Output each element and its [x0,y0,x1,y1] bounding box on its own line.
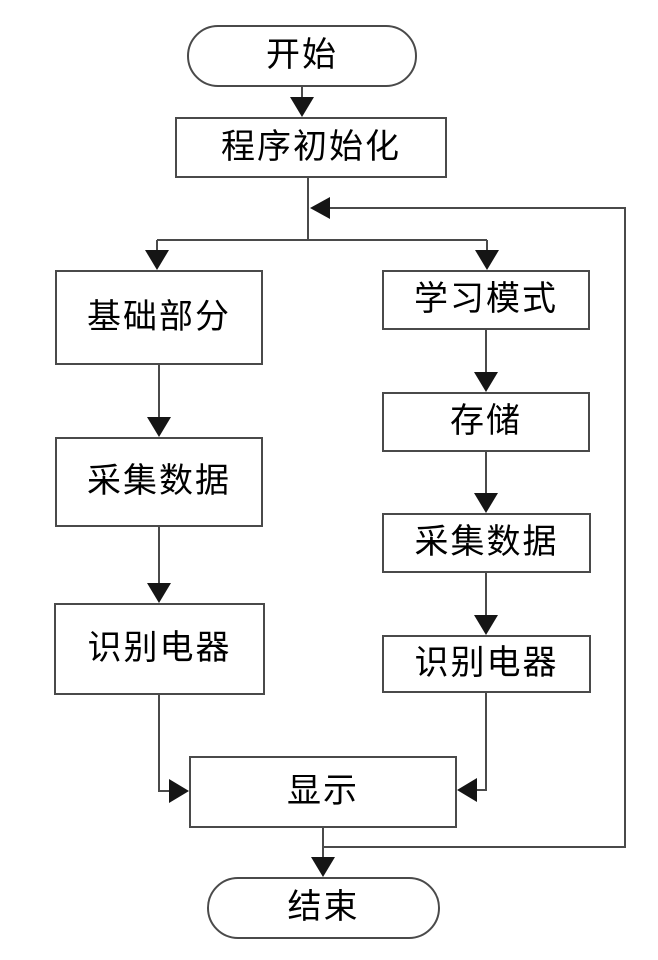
arrowhead-store-collect [474,493,498,513]
node-start: 开始 [187,25,417,87]
node-end: 结束 [207,877,440,939]
node-learning-mode: 学习模式 [382,270,590,330]
arrowhead-collect-identify-right [474,615,498,635]
node-basic-part-label: 基础部分 [87,298,231,336]
node-learning-mode-label: 学习模式 [414,281,558,318]
node-end-label: 结束 [287,889,360,926]
arrowhead-start-init [290,97,314,117]
node-collect-data-right: 采集数据 [382,513,591,573]
edge-identify-right-display [476,693,487,791]
node-collect-data-left-label: 采集数据 [87,463,231,500]
node-collect-data-right-label: 采集数据 [414,524,559,561]
edge-identify-left-display [158,695,171,792]
node-program-init-label: 程序初始化 [221,128,401,166]
node-identify-appliance-right: 识别电器 [382,635,591,693]
node-identify-appliance-left-label: 识别电器 [87,630,232,667]
node-start-label: 开始 [266,37,338,74]
node-storage: 存储 [382,392,590,452]
node-program-init: 程序初始化 [175,117,447,178]
node-collect-data-left: 采集数据 [55,437,263,527]
node-identify-appliance-left: 识别电器 [54,603,265,695]
node-basic-part: 基础部分 [55,270,263,365]
arrowhead-identify-left-display [169,779,189,803]
arrowhead-branch-basic [145,250,169,270]
arrowhead-basic-collect [147,417,171,437]
edge-feedback-loop [323,207,626,848]
arrowhead-learn-store [474,372,498,392]
node-storage-label: 存储 [450,403,522,440]
arrowhead-identify-right-display [457,778,477,802]
node-display: 显示 [189,756,457,828]
arrowhead-display-end [311,857,335,877]
node-identify-appliance-right-label: 识别电器 [414,645,559,682]
arrowhead-collect-identify-left [147,583,171,603]
node-display-label: 显示 [287,773,359,810]
arrowhead-feedback-loop [310,197,330,219]
arrowhead-branch-learn [475,250,499,270]
